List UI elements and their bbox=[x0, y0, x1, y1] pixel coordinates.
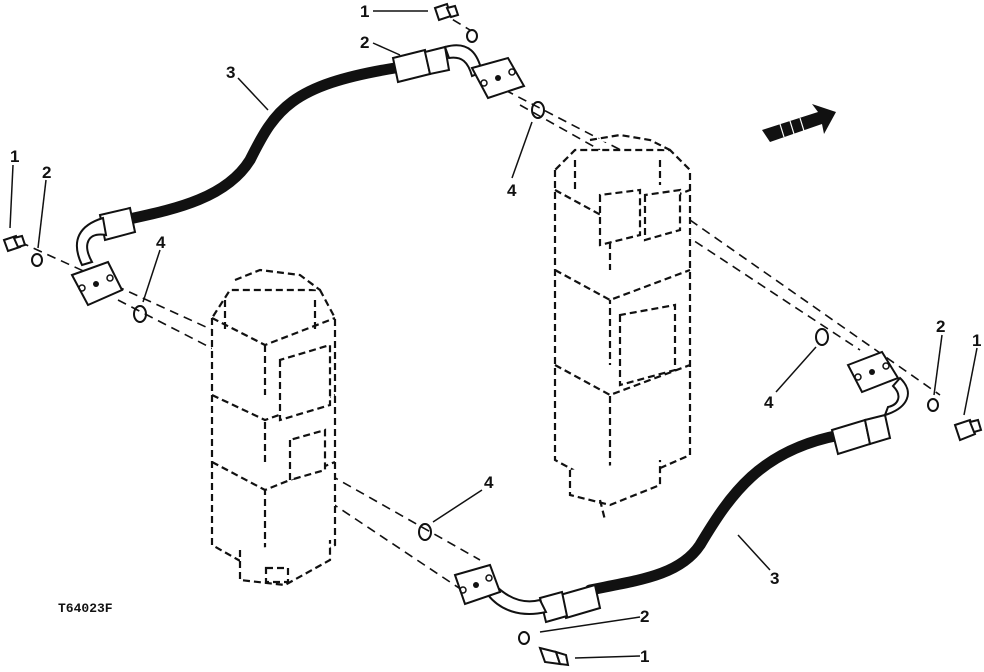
o-rings bbox=[133, 101, 829, 541]
alignment-lines bbox=[19, 11, 941, 593]
right-control-valve bbox=[553, 133, 692, 521]
callout-cap-screw-top: 1 bbox=[360, 2, 369, 21]
callout-washer-top: 2 bbox=[360, 33, 369, 52]
callout-cap-screw-left: 1 bbox=[10, 147, 19, 166]
callout-cap-screw-bottom: 1 bbox=[640, 647, 649, 666]
lower-hose-assembly bbox=[453, 350, 909, 624]
callout-o-ring-top: 4 bbox=[507, 181, 517, 200]
callout-washer-bottom: 2 bbox=[640, 607, 649, 626]
left-control-valve bbox=[210, 268, 337, 587]
callout-washer-left: 2 bbox=[42, 163, 51, 182]
upper-hose-assembly bbox=[70, 44, 526, 307]
callout-cap-screw-right: 1 bbox=[972, 331, 981, 350]
front-direction-arrow-icon bbox=[762, 104, 836, 142]
callout-washer-right: 2 bbox=[936, 317, 945, 336]
callout-hose-upper: 3 bbox=[226, 63, 235, 82]
callout-o-ring-left: 4 bbox=[156, 233, 166, 252]
callout-o-ring-right: 4 bbox=[764, 393, 774, 412]
callout-hose-lower: 3 bbox=[770, 569, 779, 588]
callout-o-ring-bottom: 4 bbox=[484, 473, 494, 492]
leader-lines bbox=[9, 10, 978, 659]
callout-labels: 1 2 4 3 1 2 4 4 2 1 4 3 2 1 bbox=[10, 2, 981, 666]
figure-id: T64023F bbox=[58, 601, 113, 616]
